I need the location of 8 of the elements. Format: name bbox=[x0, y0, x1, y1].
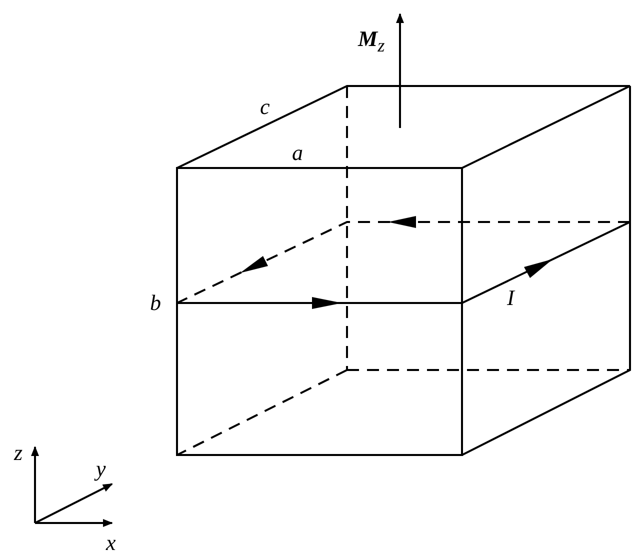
edge-length-label: b bbox=[150, 292, 161, 314]
current-label: I bbox=[507, 287, 514, 309]
edge-length-label: a bbox=[292, 142, 303, 164]
edge-length-label: c bbox=[260, 96, 270, 118]
axis-label: x bbox=[106, 532, 116, 554]
axis-label: z bbox=[14, 442, 23, 464]
vector-label: M$_{z}$ bbox=[358, 28, 385, 55]
axis-label: y bbox=[96, 458, 106, 480]
